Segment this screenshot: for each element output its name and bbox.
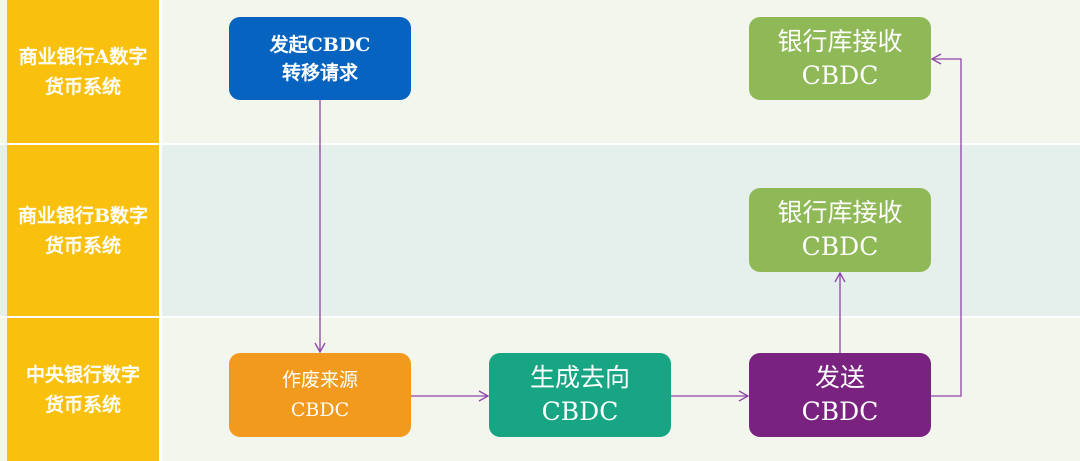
node-line: 作废来源	[281, 369, 358, 391]
lane-label-bank-a: 商业银行A数字货币系统	[7, 0, 159, 143]
lane-divider	[0, 316, 1080, 318]
lane-label-bank-b: 商业银行B数字货币系统	[7, 145, 159, 316]
node-line: CBDC	[801, 232, 879, 261]
node-line: 发送	[814, 363, 865, 392]
node-line: 银行库接收	[777, 26, 903, 56]
lane-divider	[0, 143, 1080, 145]
lane-label-central-bank: 中央银行数字货币系统	[7, 318, 159, 461]
node-line: CBDC	[290, 399, 350, 421]
node-line: CBDC	[801, 397, 879, 426]
node-line: CBDC	[541, 397, 619, 426]
node-send-cbdc: 发送 CBDC	[749, 353, 931, 437]
node-bank-b-vault-receive-cbdc: 银行库接收 CBDC	[749, 188, 931, 272]
node-void-source-cbdc: 作废来源 CBDC	[229, 353, 411, 437]
node-line: 转移请求	[281, 61, 358, 84]
node-bank-a-vault-receive-cbdc: 银行库接收 CBDC	[749, 17, 931, 100]
node-line: 银行库接收	[777, 198, 903, 227]
node-initiate-cbdc-transfer: 发起CBDC 转移请求	[229, 17, 411, 100]
label-column-separator	[159, 0, 162, 461]
node-line: CBDC	[801, 60, 879, 90]
node-line: 发起CBDC	[269, 33, 371, 56]
node-line: 生成去向	[529, 363, 630, 392]
node-generate-destination-cbdc: 生成去向 CBDC	[489, 353, 671, 437]
